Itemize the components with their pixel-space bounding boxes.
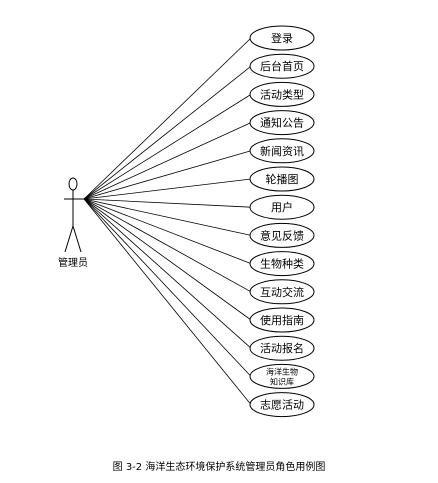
association-line bbox=[83, 122, 252, 200]
association-line bbox=[83, 198, 252, 293]
use-case-label: 通知公告 bbox=[260, 116, 304, 130]
association-line bbox=[83, 198, 252, 405]
association-line bbox=[83, 198, 252, 377]
association-line bbox=[83, 178, 252, 200]
use-case-ellipse bbox=[249, 81, 315, 107]
association-lines bbox=[83, 37, 252, 405]
use-case-ellipse bbox=[249, 53, 315, 79]
use-case: 生物种类 bbox=[249, 251, 315, 277]
actor-figure bbox=[64, 177, 84, 253]
association-line bbox=[83, 94, 252, 200]
use-case: 登录 bbox=[249, 25, 315, 51]
use-case-label: 使用指南 bbox=[260, 313, 304, 327]
use-case-label: 用户 bbox=[271, 200, 293, 214]
use-case-ellipse bbox=[249, 138, 315, 164]
association-line bbox=[83, 198, 252, 349]
use-case-ellipse bbox=[249, 251, 315, 277]
use-case: 活动报名 bbox=[249, 335, 315, 361]
association-line bbox=[83, 198, 252, 236]
use-case-label: 新闻资讯 bbox=[260, 144, 304, 158]
use-case-label: 志愿活动 bbox=[260, 399, 304, 412]
use-case-label: 后台首页 bbox=[260, 59, 304, 73]
use-case-label: 意见反馈 bbox=[260, 228, 304, 242]
use-case: 使用指南 bbox=[249, 307, 315, 333]
use-case-label: 知识库 bbox=[270, 376, 294, 386]
use-case: 志愿活动 bbox=[249, 392, 315, 418]
use-case: 活动类型 bbox=[249, 81, 315, 107]
association-line bbox=[83, 198, 252, 321]
use-case-label: 轮播图 bbox=[266, 172, 299, 186]
use-cases: 登录后台首页活动类型通知公告新闻资讯轮播图用户意见反馈生物种类互动交流使用指南活… bbox=[249, 25, 315, 418]
use-case-label: 活动类型 bbox=[260, 87, 304, 101]
association-line bbox=[83, 198, 252, 264]
use-case: 意见反馈 bbox=[249, 222, 315, 248]
use-case-ellipse bbox=[249, 307, 315, 333]
use-case-label: 生物种类 bbox=[260, 257, 304, 271]
use-case-label: 登录 bbox=[271, 31, 293, 45]
actor-label: 管理员 bbox=[58, 256, 88, 269]
use-case-ellipse bbox=[249, 194, 315, 220]
use-case: 用户 bbox=[249, 194, 315, 220]
use-case: 后台首页 bbox=[249, 53, 315, 79]
use-case-ellipse bbox=[249, 110, 315, 136]
use-case: 互动交流 bbox=[249, 279, 315, 305]
use-case-label: 活动报名 bbox=[260, 341, 304, 355]
use-case-ellipse bbox=[249, 166, 315, 192]
figure-caption: 图 3-2 海洋生态环境保护系统管理员角色用例图 bbox=[112, 462, 326, 473]
actor-head bbox=[68, 177, 78, 191]
use-case-ellipse bbox=[249, 392, 315, 418]
use-case-label: 互动交流 bbox=[260, 285, 304, 299]
use-case-ellipse bbox=[249, 363, 315, 389]
actor-right-leg bbox=[72, 225, 82, 253]
use-case-ellipse bbox=[249, 279, 315, 305]
actor-left-leg bbox=[64, 225, 74, 253]
association-line bbox=[83, 65, 252, 200]
use-case: 通知公告 bbox=[249, 110, 315, 136]
association-line bbox=[83, 198, 252, 208]
use-case-label: 海洋生物 bbox=[266, 366, 298, 376]
use-case-ellipse bbox=[249, 335, 315, 361]
use-case: 新闻资讯 bbox=[249, 138, 315, 164]
use-case-ellipse bbox=[249, 222, 315, 248]
use-case-ellipse bbox=[249, 25, 315, 51]
association-line bbox=[83, 150, 252, 200]
association-line bbox=[83, 37, 252, 200]
use-case: 轮播图 bbox=[249, 166, 315, 192]
